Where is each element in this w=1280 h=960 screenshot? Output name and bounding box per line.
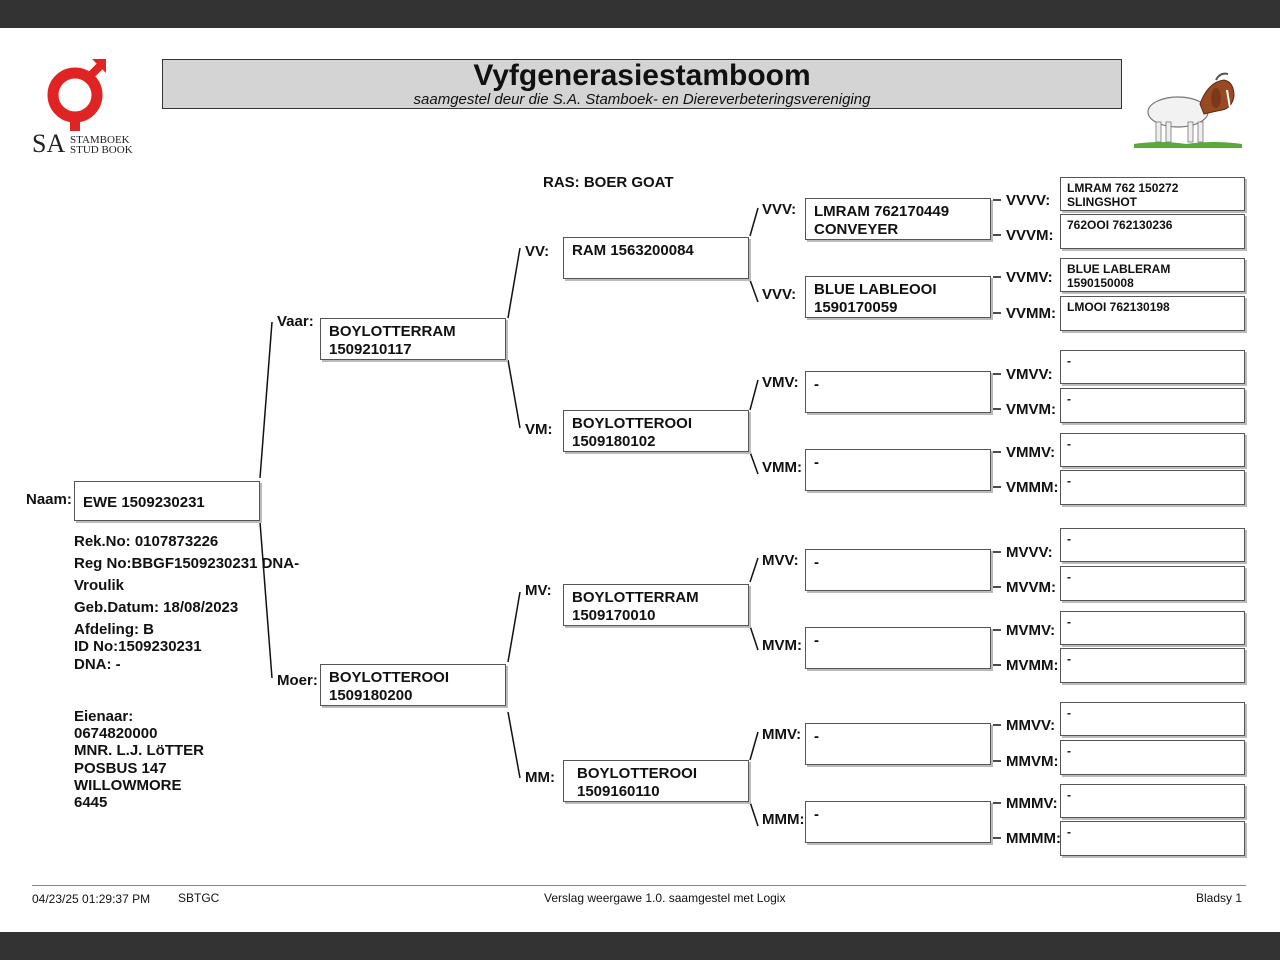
owner-address2: WILLOWMORE xyxy=(74,777,182,794)
mvm-box: - xyxy=(805,627,991,669)
owner-number: 0674820000 xyxy=(74,725,158,742)
footer-page: Bladsy 1 xyxy=(1196,891,1243,905)
mvmv-label: MVMV: xyxy=(1006,622,1056,639)
vmmm-label: VMMM: xyxy=(1006,479,1059,496)
vvvm-box: 762OOI 762130236 xyxy=(1060,214,1245,249)
reg-no: Reg No:BBGF1509230231 DNA- xyxy=(74,555,300,572)
mmvm-box: - xyxy=(1060,740,1245,775)
logo-line1: STAMBOEK xyxy=(70,134,130,146)
vvmm-label: VVMM: xyxy=(1006,305,1056,322)
vmmv-box: - xyxy=(1060,433,1245,467)
page-subtitle: saamgestel deur die S.A. Stamboek- en Di… xyxy=(413,91,871,108)
rek-no: Rek.No: 0107873226 xyxy=(74,533,219,550)
footer-divider xyxy=(32,885,1246,886)
vv-box: RAM 1563200084 xyxy=(563,237,749,279)
vm-label: VM: xyxy=(525,421,553,438)
mmm-box: - xyxy=(805,801,991,843)
moer-box: BOYLOTTEROOI 1509180200 xyxy=(320,664,506,706)
owner-code: 6445 xyxy=(74,794,108,811)
mvvm-label: MVVM: xyxy=(1006,579,1056,596)
vmm-label: VMM: xyxy=(762,459,802,476)
mvm-label: MVM: xyxy=(762,637,802,654)
mmv-box: - xyxy=(805,723,991,765)
vvv1-label: VVV: xyxy=(762,201,797,218)
mm-box: BOYLOTTEROOI 1509160110 xyxy=(563,760,749,802)
mvvv-label: MVVV: xyxy=(1006,544,1053,561)
bottom-bar xyxy=(0,932,1280,960)
vv-label: VV: xyxy=(525,243,550,260)
birth-date: Geb.Datum: 18/08/2023 xyxy=(74,599,239,616)
mmmm-box: - xyxy=(1060,821,1245,856)
vaar-box: BOYLOTTERRAM 1509210117 xyxy=(320,318,506,360)
vmvv-box: - xyxy=(1060,350,1245,384)
mmmm-label: MMMM: xyxy=(1006,830,1061,847)
page-title: Vyfgenerasiestamboom xyxy=(473,59,811,92)
vvvm-label: VVVM: xyxy=(1006,227,1054,244)
footer-report: Verslag weergawe 1.0. saamgestel met Log… xyxy=(544,891,786,905)
vvvv-label: VVVV: xyxy=(1006,192,1051,209)
breed: RAS: BOER GOAT xyxy=(543,174,674,191)
logo-line2: STUD BOOK xyxy=(70,144,133,156)
mvv-label: MVV: xyxy=(762,552,799,569)
title-box: Vyfgenerasiestamboom saamgestel deur die… xyxy=(162,59,1122,109)
moer-label: Moer: xyxy=(277,672,318,689)
naam-label: Naam: xyxy=(26,491,72,508)
sex: Vroulik xyxy=(74,577,125,594)
vvv1-box: LMRAM 762170449 CONVEYER xyxy=(805,198,991,240)
mvvv-box: - xyxy=(1060,528,1245,562)
vvmm-box: LMOOI 762130198 xyxy=(1060,296,1245,331)
afdeling: Afdeling: B xyxy=(74,621,154,638)
id-no: ID No:1509230231 xyxy=(74,638,202,655)
vmmv-label: VMMV: xyxy=(1006,444,1056,461)
top-bar xyxy=(0,0,1280,28)
boer-goat-illustration xyxy=(1134,72,1242,148)
vmv-label: VMV: xyxy=(762,374,799,391)
mvmm-box: - xyxy=(1060,648,1245,683)
owner-address1: POSBUS 147 xyxy=(74,760,167,777)
vvmv-box: BLUE LABLERAM 1590150008 xyxy=(1060,258,1245,292)
mmv-label: MMV: xyxy=(762,726,802,743)
mmvv-label: MMVV: xyxy=(1006,717,1056,734)
vvvv-box: LMRAM 762 150272 SLINGSHOT xyxy=(1060,177,1245,211)
owner-name: MNR. L.J. LöTTER xyxy=(74,742,204,759)
mvv-box: - xyxy=(805,549,991,591)
owner-label: Eienaar: xyxy=(74,708,134,725)
vaar-label: Vaar: xyxy=(277,313,314,330)
vvmv-label: VVMV: xyxy=(1006,269,1053,286)
mvmv-box: - xyxy=(1060,611,1245,645)
female-symbol-logo-icon xyxy=(47,59,106,131)
vmvm-label: VMVM: xyxy=(1006,401,1056,418)
mmmv-label: MMMV: xyxy=(1006,795,1058,812)
vmvm-box: - xyxy=(1060,388,1245,423)
mmm-label: MMM: xyxy=(762,811,805,828)
vvv2-box: BLUE LABLEOOI 1590170059 xyxy=(805,276,991,318)
vm-box: BOYLOTTEROOI 1509180102 xyxy=(563,410,749,452)
subject-animal-box: EWE 1509230231 xyxy=(74,481,260,521)
mvmm-label: MVMM: xyxy=(1006,657,1059,674)
mmvm-label: MMVM: xyxy=(1006,753,1059,770)
mv-box: BOYLOTTERRAM 1509170010 xyxy=(563,584,749,626)
dna: DNA: - xyxy=(74,656,121,673)
vvv2-label: VVV: xyxy=(762,286,797,303)
vmm-box: - xyxy=(805,449,991,491)
footer-timestamp: 04/23/25 01:29:37 PM xyxy=(32,892,151,906)
sa-stud-book-logo: SA STAMBOEK STUD BOOK xyxy=(30,55,140,160)
vmmm-box: - xyxy=(1060,470,1245,505)
mmvv-box: - xyxy=(1060,702,1245,736)
logo-initials: SA xyxy=(32,129,66,158)
vmv-box: - xyxy=(805,371,991,413)
mv-label: MV: xyxy=(525,582,552,599)
mm-label: MM: xyxy=(525,769,555,786)
mvvm-box: - xyxy=(1060,566,1245,601)
vmvv-label: VMVV: xyxy=(1006,366,1053,383)
mmmv-box: - xyxy=(1060,784,1245,818)
footer-code: SBTGC xyxy=(178,891,220,905)
